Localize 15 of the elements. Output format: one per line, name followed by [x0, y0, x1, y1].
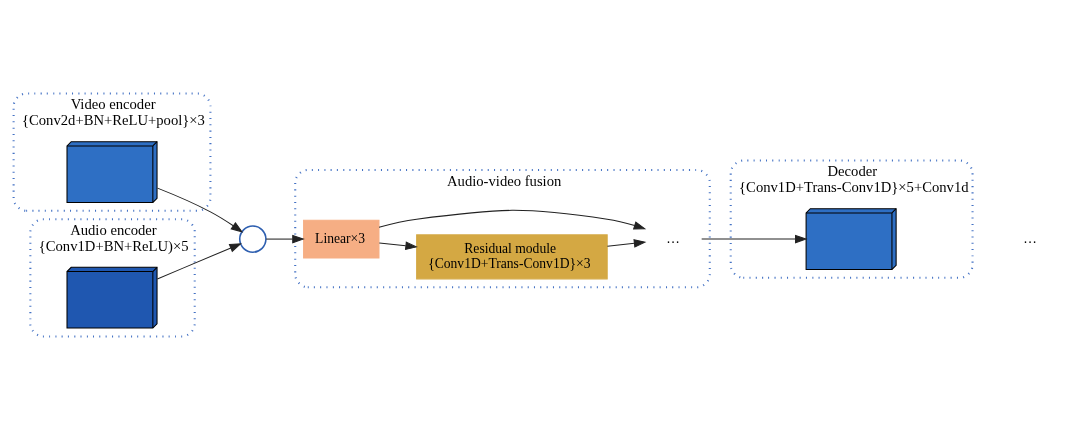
- node-box: Linear×3: [303, 219, 380, 258]
- arrow: [265, 234, 305, 243]
- arrow: [378, 240, 418, 250]
- node-box: Residual module {Conv1D+Trans-Conv1D}×3: [416, 233, 608, 279]
- arrow: [156, 187, 244, 233]
- cluster: Decoder {Conv1D+Trans-Conv1D}×5+Conv1d: [729, 159, 974, 279]
- arrow: [701, 234, 808, 243]
- label: …: [1023, 230, 1037, 246]
- arrow: [378, 209, 647, 230]
- arrow: [606, 238, 647, 248]
- arrow: [156, 242, 242, 280]
- cluster: Audio encoder {Conv1D+BN+ReLU)×5: [29, 217, 196, 337]
- cluster: Video encoder {Conv2d+BN+ReLU+pool}×3: [12, 92, 212, 212]
- node-circle: [238, 224, 267, 253]
- node-text: …: [666, 230, 680, 246]
